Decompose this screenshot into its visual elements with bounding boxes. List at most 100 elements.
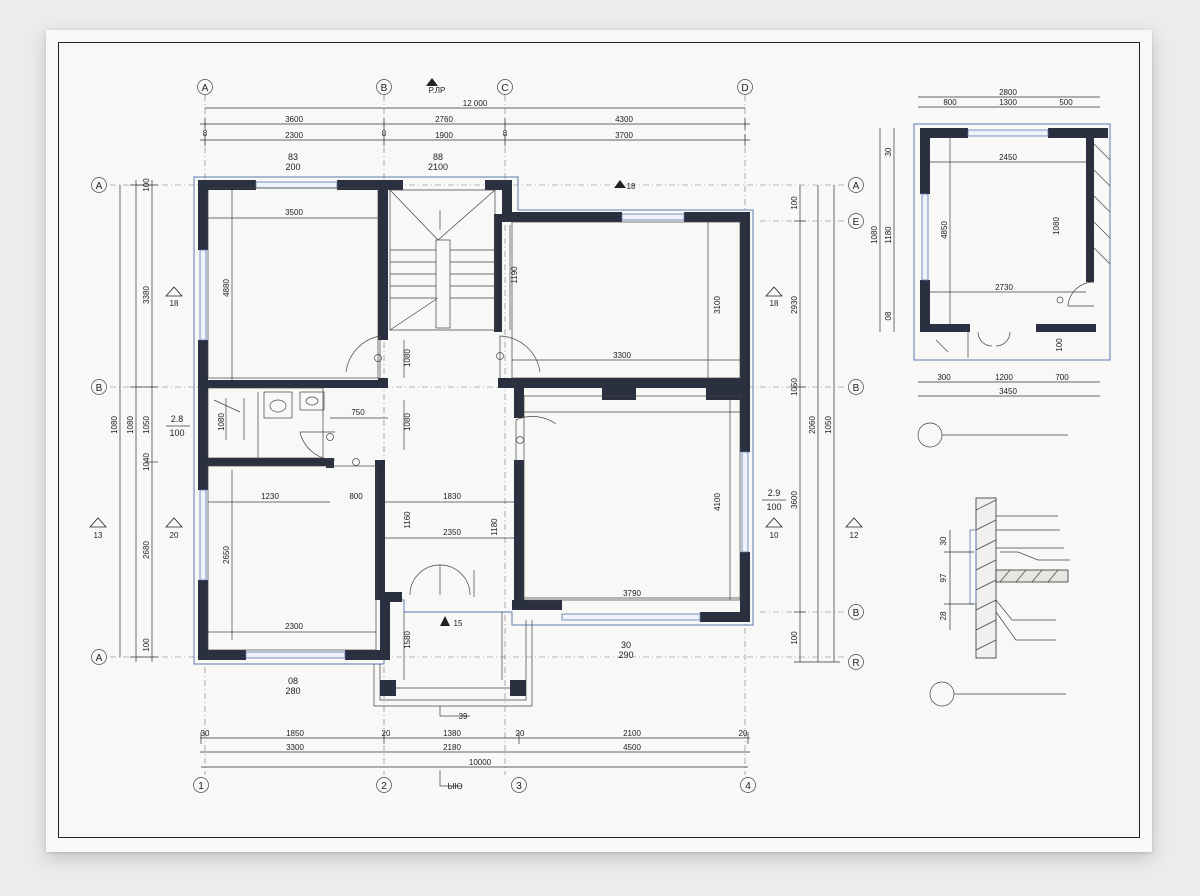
- main-floor-plan: 3500 4880 1190 3100 3300 1080 750 1080 1…: [193, 176, 754, 707]
- wall-detail-label-3: 28: [939, 611, 948, 620]
- grid-label-right-2: E: [853, 217, 860, 228]
- grid-label-left-2: B: [96, 383, 103, 394]
- dim-bottom-7: 20: [739, 729, 748, 738]
- dim-top-5: 1900: [435, 131, 453, 140]
- section-mark-right-lower: 12: [850, 531, 859, 540]
- drawing-sheet: [46, 30, 1152, 852]
- dim-bottom-1: 30: [201, 729, 210, 738]
- grid-number-3: 3: [516, 781, 522, 792]
- detail-inner-w: 2450: [999, 153, 1017, 162]
- detail-inner-v: 1080: [1052, 217, 1061, 235]
- level-left-bottom-1: 08: [288, 676, 298, 686]
- top-dimensions: 12 000 3600 2760 4300 2300 1900 3700 8 8…: [200, 99, 750, 172]
- detail-bottom-1: 300: [937, 373, 951, 382]
- grid-bubbles-right: A E B B R: [848, 177, 864, 670]
- dim-bottom-5: 20: [516, 729, 525, 738]
- dim-left-outer-1: 1080: [110, 416, 119, 434]
- dim-right-outer-2: 1050: [824, 416, 833, 434]
- dim-top-tick-1: 8: [203, 129, 208, 138]
- grid-label-top-b: B: [381, 83, 388, 94]
- center-dim-2: 2350: [443, 528, 461, 537]
- right-dimensions: 100 2930 3600 1050 100 2060 1050: [790, 185, 840, 663]
- center-dim-1: 1830: [443, 492, 461, 501]
- grid-bubbles-bottom: 1 2 3 4: [193, 777, 756, 793]
- grid-number-4: 4: [745, 781, 751, 792]
- section-mark-left-upper: 18: [170, 299, 179, 308]
- porch-dim: 1580: [403, 631, 412, 649]
- staircase: [389, 189, 496, 331]
- grid-label-left-3: A: [96, 653, 103, 664]
- detail-left-v1: 1180: [884, 226, 893, 244]
- dim-left-2: 1050: [142, 416, 151, 434]
- doors: [299, 335, 557, 597]
- bathroom-fixtures: [207, 387, 325, 459]
- dim-top-6: 3700: [615, 131, 633, 140]
- dim-left-5: 100: [142, 638, 151, 652]
- level-marks: 2.8 100 2.9 100 30 290 08 280: [166, 414, 786, 696]
- drawing-frame: [58, 42, 1140, 838]
- dim-top-2: 2760: [435, 115, 453, 124]
- dim-top-1: 3600: [285, 115, 303, 124]
- room-4-height: 4100: [713, 493, 722, 511]
- dim-top-tick-3: 8: [503, 129, 508, 138]
- detail-inner-bottom: 2730: [995, 283, 1013, 292]
- level-left-2: 100: [169, 428, 184, 438]
- dim-top-4: 2300: [285, 131, 303, 140]
- detail-inner-h: 4850: [940, 221, 949, 239]
- grid-label-right-4: B: [853, 608, 860, 619]
- room-1-height: 4880: [222, 279, 231, 297]
- room-dimensions: 3500 4880 1190 3100 3300 1080 750 1080 1…: [207, 187, 741, 651]
- detail-left-small-1: 30: [884, 147, 893, 156]
- room-4-width: 3790: [623, 589, 641, 598]
- detail-plan: 2800 800 1300 500 2450 4850 1080 2730 30…: [870, 88, 1111, 397]
- center-v-1: 1160: [403, 511, 412, 529]
- section-mark-right-mid: 10: [770, 531, 779, 540]
- dim-right-3: 3600: [790, 491, 799, 509]
- dim-right-4: 1050: [790, 378, 799, 396]
- dim-right-5: 100: [790, 631, 799, 645]
- level-left-1: 2.8: [171, 414, 184, 424]
- dim-top-label-a2: 200: [285, 162, 300, 172]
- room-3-height: 2650: [222, 546, 231, 564]
- dim-left-6: 100: [142, 178, 151, 192]
- grid-bubbles-left: A B A: [91, 177, 107, 665]
- wall-detail-label-2: 97: [939, 573, 948, 582]
- left-dimensions: 3380 1050 1040 2680 100 100 1080 1080: [110, 178, 158, 662]
- dim-top-label-a1: 83: [288, 152, 298, 162]
- grid-label-left-1: A: [96, 181, 103, 192]
- bath-gap: 1080: [217, 413, 226, 431]
- room-3-note: 800: [349, 492, 363, 501]
- grid-label-right-1: A: [853, 181, 860, 192]
- wall-section-detail: 30 97 28: [939, 497, 1070, 659]
- dim-right-2: 2930: [790, 296, 799, 314]
- dim-right-1: 100: [790, 196, 799, 210]
- dim-left-outer-2: 1080: [126, 416, 135, 434]
- hall-height-2: 1080: [403, 413, 412, 431]
- grid-lines: [110, 95, 845, 775]
- dim-right-outer-1: 2060: [808, 416, 817, 434]
- level-right-1: 2.9: [768, 488, 781, 498]
- grid-bubbles-top: A B C D: [197, 79, 753, 95]
- detail-top-2: 1300: [999, 98, 1017, 107]
- porch: [373, 612, 533, 707]
- dim-left-4: 2680: [142, 541, 151, 559]
- room-3-bottom: 2300: [285, 622, 303, 631]
- section-mark-top-right: 18: [627, 182, 636, 191]
- dim-top-tick-2: 8: [382, 129, 387, 138]
- dim-bottom-10: 4500: [623, 743, 641, 752]
- dim-bottom-4: 1380: [443, 729, 461, 738]
- stair-height: 1190: [510, 266, 519, 284]
- level-left-bottom-2: 280: [285, 686, 300, 696]
- section-mark-left-lower: 13: [94, 531, 103, 540]
- detail-bottom-3: 700: [1055, 373, 1069, 382]
- dim-bottom-2: 1850: [286, 729, 304, 738]
- room-2-side: 3100: [713, 296, 722, 314]
- level-bottom-2: 290: [618, 650, 633, 660]
- room-2-width: 3300: [613, 351, 631, 360]
- grid-label-top-d: D: [741, 83, 748, 94]
- detail-bottom-total: 3450: [999, 387, 1017, 396]
- level-bottom-1: 30: [621, 640, 631, 650]
- dim-bottom-6: 2100: [623, 729, 641, 738]
- room-1-width: 3500: [285, 208, 303, 217]
